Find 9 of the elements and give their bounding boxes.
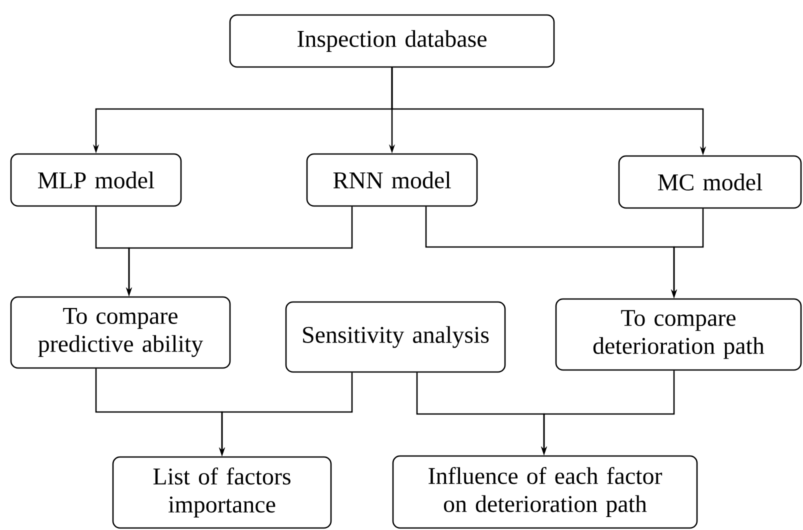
process-box: Sensitivity analysis: [285, 301, 506, 373]
process-box: MC model: [618, 155, 802, 209]
process-box: Inspection database: [229, 14, 555, 68]
process-box: RNN model: [306, 153, 478, 207]
process-box: MLP model: [10, 153, 182, 207]
process-box: To compare predictive ability: [10, 296, 231, 369]
process-box: Influence of each factor on deterioration path: [392, 455, 698, 529]
process-box: List of factors importance: [112, 456, 332, 529]
process-box: To compare deterioration path: [555, 298, 802, 371]
